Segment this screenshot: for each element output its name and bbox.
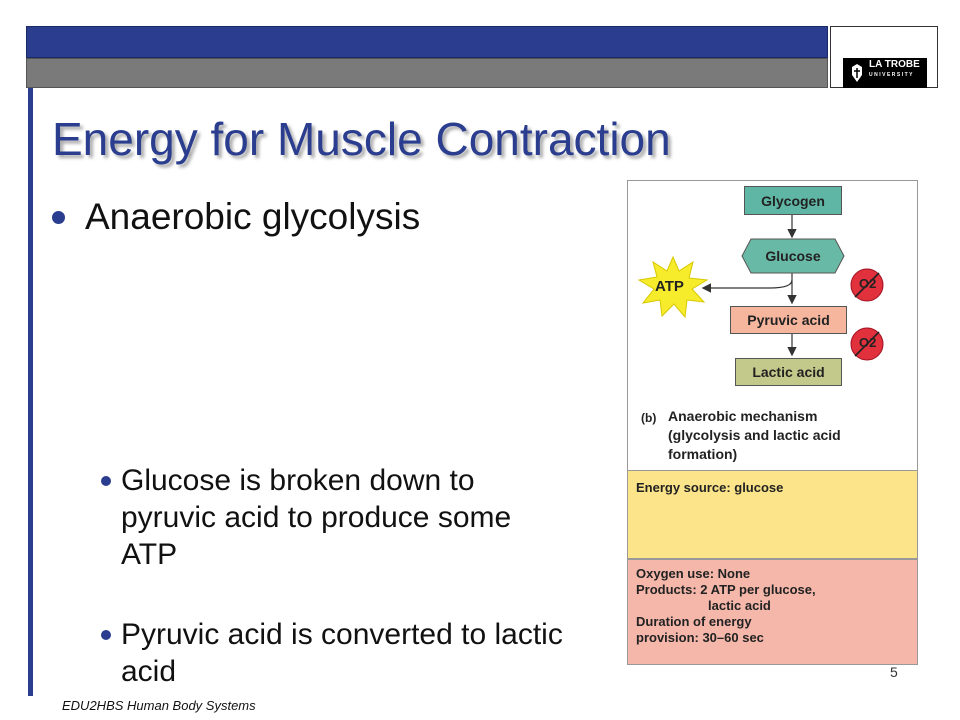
bullet-icon: [101, 630, 111, 640]
page-number: 5: [890, 664, 898, 680]
logo-text: LA TROBE: [869, 59, 920, 70]
oxygen-label: O2: [859, 335, 877, 350]
figure-caption: Anaerobic mechanism (glycolysis and lact…: [668, 408, 841, 462]
oxygen-use-text: Oxygen use: None: [636, 566, 751, 581]
left-accent-line: [28, 88, 33, 696]
atp-starburst-icon: [637, 255, 709, 319]
duration-text: Duration of energy: [636, 614, 752, 629]
footer-course: EDU2HBS Human Body Systems: [62, 698, 256, 713]
no-oxygen-icon: [850, 268, 884, 302]
oxygen-label: O2: [859, 276, 877, 291]
energy-source-panel: [627, 470, 918, 559]
sub-bullet-text: Glucose is broken down to pyruvic acid t…: [121, 464, 512, 571]
caption-label: (b): [641, 411, 657, 425]
bullet-icon: [101, 476, 111, 486]
slide-title: Energy for Muscle Contraction: [52, 113, 671, 165]
lactic-acid-box: Lactic acid: [735, 358, 842, 386]
glucose-hexagon: [741, 238, 845, 274]
atp-label: ATP: [655, 278, 684, 295]
header-bottom-bar: [26, 58, 828, 88]
bullet-icon: [52, 210, 65, 224]
glycogen-box: Glycogen: [744, 186, 842, 215]
no-oxygen-icon: [850, 327, 884, 361]
glucose-label: Glucose: [765, 248, 821, 264]
sub-bullet: Pyruvic acid is converted to lactic acid: [101, 616, 571, 690]
pyruvic-acid-box: Pyruvic acid: [730, 306, 847, 334]
sub-bullet: Glucose is broken down to pyruvic acid t…: [101, 462, 571, 573]
products-text-cont: lactic acid: [708, 598, 771, 613]
main-bullet: Anaerobic glycolysis: [52, 196, 420, 238]
products-text: Products: 2 ATP per glucose,: [636, 582, 816, 597]
details-panel: [627, 559, 918, 665]
sub-bullet-text: Pyruvic acid is converted to lactic acid: [121, 618, 563, 688]
main-bullet-text: Anaerobic glycolysis: [85, 196, 421, 237]
logo-subtext: UNIVERSITY: [869, 72, 915, 78]
energy-source-text: Energy source: glucose: [636, 480, 784, 495]
duration-text-cont: provision: 30–60 sec: [636, 630, 764, 645]
header-top-bar: [26, 26, 828, 58]
crest-icon: [852, 64, 862, 82]
